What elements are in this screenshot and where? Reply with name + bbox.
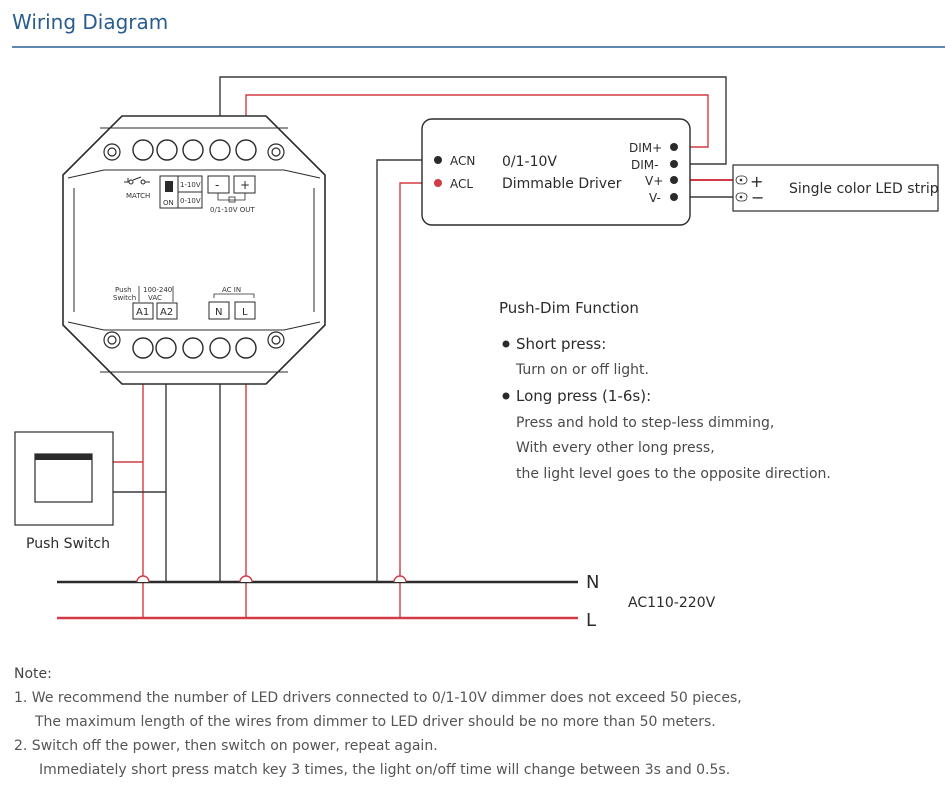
- driver-body: [421, 118, 691, 226]
- bullet-short: [502, 340, 510, 348]
- wire-dim-plus: [245, 94, 709, 148]
- out-minus-terminal: [207, 175, 230, 194]
- title-rule: [12, 46, 945, 48]
- svg-text:100-240: 100-240: [143, 286, 172, 294]
- acn-terminal: [434, 156, 442, 164]
- n-in-terminal: [208, 301, 230, 320]
- wire-dim-minus: [219, 76, 727, 165]
- acn-label: ACN: [450, 154, 475, 168]
- note-1-line-1: 1. We recommend the number of LED driver…: [14, 690, 742, 706]
- l-bus-label: L: [586, 610, 596, 631]
- note-2-line-1: 2. Switch off the power, then switch on …: [14, 738, 438, 754]
- voltage-label: AC110-220V: [628, 595, 716, 611]
- acl-terminal: [434, 179, 442, 187]
- dimmer-module: MATCH ON 1-10V 0-10V - + 0/1-10V OUT Pus…: [62, 115, 326, 385]
- svg-text:N: N: [215, 307, 222, 318]
- a2-terminal: [156, 302, 178, 320]
- led-strip-box: [732, 164, 939, 212]
- push-switch-key: [34, 453, 93, 503]
- led-plus-sign: +: [750, 172, 763, 191]
- top-terminals: [132, 139, 257, 161]
- a1-terminal: [132, 302, 154, 320]
- notes-heading: Note:: [14, 666, 52, 682]
- l-in-terminal: [234, 301, 256, 320]
- bottom-terminals: [132, 337, 257, 359]
- match-label: MATCH: [126, 192, 150, 200]
- v-plus-label: V+: [645, 174, 663, 188]
- driver-title-2: Dimmable Driver: [502, 176, 622, 192]
- dim-plus-label: DIM+: [629, 141, 662, 155]
- out-plus-terminal: [233, 175, 256, 194]
- note-1-line-2: The maximum length of the wires from dim…: [35, 714, 716, 730]
- led-strip-label: Single color LED strip: [789, 181, 939, 197]
- wire-acn: [376, 159, 438, 582]
- driver-title-1: 0/1-10V: [502, 154, 557, 170]
- short-press-desc: Turn on or off light.: [515, 362, 649, 378]
- match-key-icon: [124, 176, 150, 185]
- wiring-diagram: N L AC110-220V: [14, 76, 939, 631]
- svg-text:Switch: Switch: [113, 294, 136, 302]
- svg-text:ON: ON: [163, 199, 174, 207]
- svg-text:VAC: VAC: [148, 294, 162, 302]
- bullet-long: [502, 392, 510, 400]
- push-dim-function: Push-Dim Function Short press: Turn on o…: [499, 299, 831, 482]
- push-switch: Push Switch: [14, 431, 114, 552]
- notes-section: Note: 1. We recommend the number of LED …: [14, 662, 944, 782]
- v-minus-label: V-: [649, 191, 661, 205]
- dimmer-body: [62, 115, 326, 385]
- svg-text:A2: A2: [160, 307, 173, 318]
- dim-minus-label: DIM-: [631, 158, 658, 172]
- out-label: 0/1-10V OUT: [210, 206, 255, 214]
- long-press-title: Long press (1-6s):: [516, 387, 651, 405]
- page-title: Wiring Diagram: [12, 10, 169, 34]
- red-wires: [113, 94, 736, 618]
- dip-label-bottom: 0-10V: [180, 197, 201, 205]
- led-minus-sign: −: [751, 188, 764, 207]
- dimmable-driver: ACN ACL 0/1-10V Dimmable Driver DIM+ DIM…: [421, 118, 691, 226]
- long-press-desc-3: the light level goes to the opposite dir…: [516, 466, 831, 482]
- push-switch-label: Push Switch: [26, 536, 110, 552]
- acl-label: ACL: [450, 177, 473, 191]
- mounting-screws: [103, 143, 285, 349]
- ac-in-label: AC IN: [222, 286, 241, 294]
- wire-acl: [399, 182, 438, 618]
- long-press-desc-2: With every other long press,: [516, 440, 715, 456]
- note-2-line-2: Immediately short press match key 3 time…: [39, 762, 731, 778]
- long-press-desc-1: Press and hold to step-less dimming,: [516, 415, 774, 431]
- short-press-title: Short press:: [516, 335, 606, 353]
- svg-text:+: +: [240, 178, 250, 192]
- svg-text:-: -: [215, 178, 219, 192]
- svg-text:Push: Push: [115, 286, 132, 294]
- dip-label-top: 1-10V: [180, 181, 201, 189]
- bus-jumpers: [136, 575, 407, 583]
- led-strip: + − Single color LED strip: [732, 164, 939, 212]
- svg-text:L: L: [242, 307, 248, 318]
- svg-text:A1: A1: [136, 307, 149, 318]
- function-title: Push-Dim Function: [499, 299, 639, 317]
- n-bus-label: N: [586, 572, 599, 593]
